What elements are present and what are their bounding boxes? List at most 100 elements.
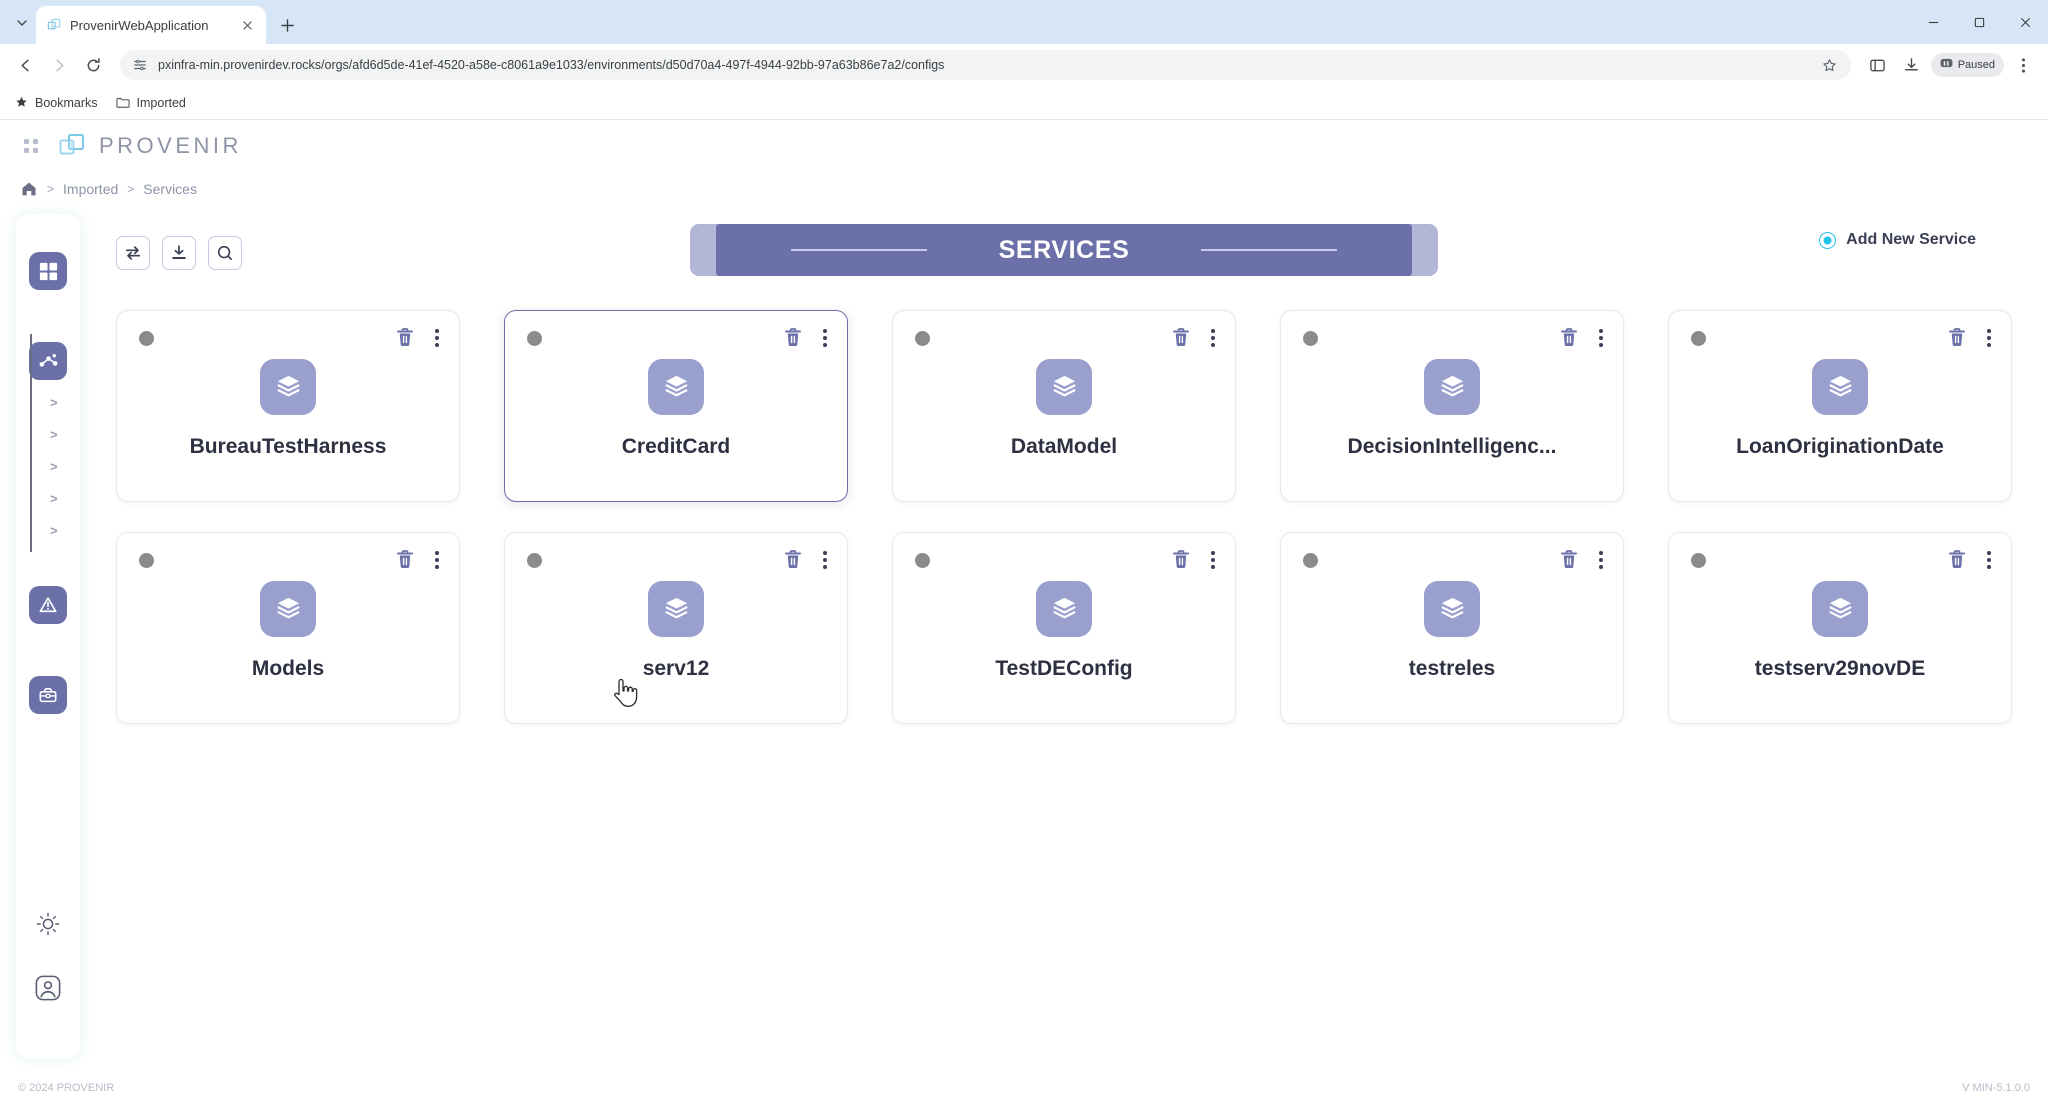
kebab-menu-icon[interactable] (1983, 327, 1995, 349)
kebab-menu-icon[interactable] (1595, 327, 1607, 349)
card-actions (1559, 549, 1607, 571)
profile-paused-icon (1940, 58, 1953, 72)
service-card[interactable]: CreditCard (504, 310, 848, 502)
kebab-menu-icon[interactable] (1595, 549, 1607, 571)
sidebar-tree-row[interactable]: > (50, 426, 58, 442)
window-controls (1910, 0, 2048, 44)
package-box-icon (1036, 359, 1092, 415)
kebab-menu-icon[interactable] (1983, 549, 1995, 571)
status-dot (915, 331, 930, 346)
minimize-icon[interactable] (1910, 0, 1956, 44)
package-box-icon (648, 359, 704, 415)
service-card-title: BureauTestHarness (189, 435, 387, 458)
sidebar-tree-row[interactable]: > (50, 490, 58, 506)
breadcrumb-item-services[interactable]: Services (143, 181, 197, 197)
card-actions (1947, 327, 1995, 349)
maximize-icon[interactable] (1956, 0, 2002, 44)
service-card-title: CreditCard (621, 435, 731, 458)
service-card[interactable]: serv12 (504, 532, 848, 724)
card-actions (395, 327, 443, 349)
sidebar-tree-row[interactable]: > (50, 458, 58, 474)
service-card[interactable]: BureauTestHarness (116, 310, 460, 502)
kebab-menu-icon[interactable] (1207, 327, 1219, 349)
trash-icon[interactable] (1171, 549, 1191, 571)
trash-icon[interactable] (1559, 549, 1579, 571)
trash-icon[interactable] (1171, 327, 1191, 349)
reload-icon[interactable] (78, 50, 108, 80)
service-card[interactable]: LoanOriginationDate (1668, 310, 2012, 502)
add-circle-icon (1820, 232, 1836, 248)
new-tab-button[interactable] (272, 10, 302, 40)
services-grid: BureauTestHarness CreditCard (116, 302, 2012, 724)
card-actions (395, 549, 443, 571)
card-actions (1947, 549, 1995, 571)
trash-icon[interactable] (395, 549, 415, 571)
sidebar-tree-row[interactable]: > (50, 522, 58, 538)
trash-icon[interactable] (1947, 549, 1967, 571)
sidebar-item-decision-flow-icon[interactable] (29, 342, 67, 380)
banner-decor-line-left (790, 249, 927, 251)
download-icon[interactable] (1897, 50, 1927, 80)
breadcrumb: > Imported > Services (0, 172, 2048, 206)
status-dot (915, 553, 930, 568)
back-arrow-icon[interactable] (10, 50, 40, 80)
profile-paused-chip[interactable]: Paused (1930, 53, 2004, 77)
forward-arrow-icon[interactable] (44, 50, 74, 80)
sidebar-tree-row[interactable]: > (50, 394, 58, 410)
drag-grip-icon[interactable] (24, 137, 42, 155)
package-box-icon (648, 581, 704, 637)
trash-icon[interactable] (395, 327, 415, 349)
service-card[interactable]: testserv29novDE (1668, 532, 2012, 724)
page-title: SERVICES (998, 235, 1130, 264)
trash-icon[interactable] (1947, 327, 1967, 349)
sidebar-item-toolbox-icon[interactable] (29, 676, 67, 714)
status-dot (1303, 331, 1318, 346)
browser-tab[interactable]: ProvenirWebApplication (36, 6, 266, 44)
trash-icon[interactable] (783, 549, 803, 571)
kebab-menu-icon[interactable] (1207, 549, 1219, 571)
breadcrumb-item-imported[interactable]: Imported (63, 181, 119, 197)
main-content: SERVICES Add New Service (80, 206, 2048, 1077)
browser-toolbar: pxinfra-min.provenirdev.rocks/orgs/afd6d… (0, 44, 2048, 86)
site-settings-icon[interactable] (132, 57, 148, 73)
kebab-menu-icon[interactable] (819, 327, 831, 349)
add-new-service-label: Add New Service (1846, 231, 1976, 248)
close-icon[interactable] (238, 16, 256, 34)
package-box-icon (260, 359, 316, 415)
left-sidebar: > > > > > (16, 214, 80, 1059)
service-card[interactable]: Models (116, 532, 460, 724)
tab-search-chevron-down-icon[interactable] (8, 5, 36, 41)
bookmark-item-bookmarks[interactable]: Bookmarks (14, 95, 98, 110)
service-card[interactable]: DataModel (892, 310, 1236, 502)
provenir-logo-icon (58, 131, 88, 161)
bookmark-item-imported[interactable]: Imported (116, 95, 186, 110)
extensions-icon[interactable] (1863, 50, 1893, 80)
trash-icon[interactable] (783, 327, 803, 349)
transfer-icon[interactable] (116, 236, 150, 270)
kebab-menu-icon[interactable] (819, 549, 831, 571)
bookmark-star-icon[interactable] (1821, 56, 1839, 74)
kebab-menu-icon[interactable] (431, 549, 443, 571)
import-download-icon[interactable] (162, 236, 196, 270)
add-new-service-button[interactable]: Add New Service (1820, 231, 1976, 249)
sidebar-item-theme-sun-icon[interactable] (29, 905, 67, 943)
trash-icon[interactable] (1559, 327, 1579, 349)
breadcrumb-separator: > (127, 182, 135, 196)
bookmark-label: Bookmarks (35, 95, 98, 110)
sidebar-item-workflow-grid-icon[interactable] (29, 252, 67, 290)
service-card[interactable]: DecisionIntelligenc... (1280, 310, 1624, 502)
app-logo[interactable]: PROVENIR (58, 131, 242, 161)
home-icon[interactable] (20, 180, 38, 198)
window-close-icon[interactable] (2002, 0, 2048, 44)
sidebar-tree: > > > > > (16, 334, 80, 552)
service-card[interactable]: TestDEConfig (892, 532, 1236, 724)
card-actions (1171, 549, 1219, 571)
service-card[interactable]: testreles (1280, 532, 1624, 724)
sidebar-item-alert-triangle-icon[interactable] (29, 586, 67, 624)
address-bar[interactable]: pxinfra-min.provenirdev.rocks/orgs/afd6d… (120, 50, 1851, 80)
three-dot-menu-icon[interactable] (2008, 50, 2038, 80)
kebab-menu-icon[interactable] (431, 327, 443, 349)
sidebar-item-user-account-icon[interactable] (29, 969, 67, 1007)
package-box-icon (260, 581, 316, 637)
search-icon[interactable] (208, 236, 242, 270)
